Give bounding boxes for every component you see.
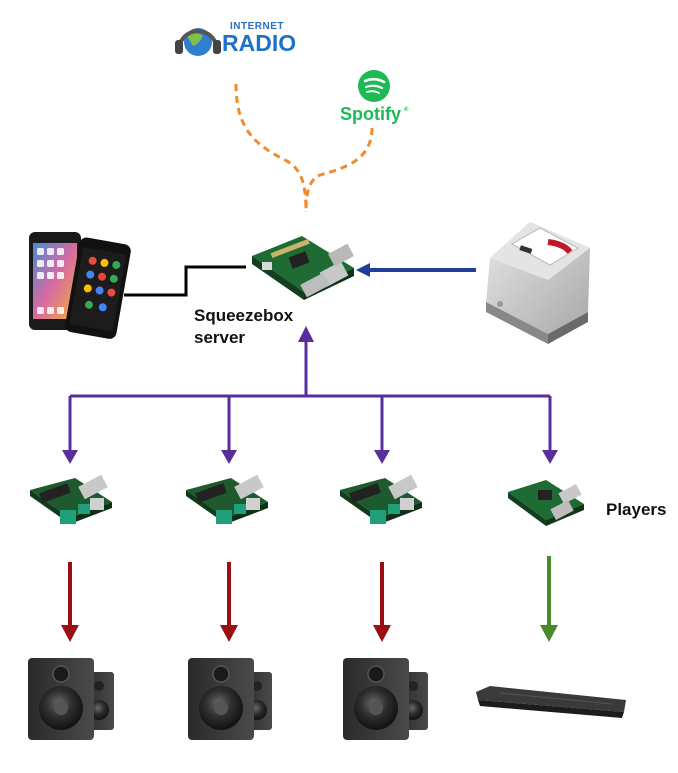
headphones-globe-icon xyxy=(175,28,221,56)
squeezebox-server-board xyxy=(252,236,354,300)
storage-arrow xyxy=(356,263,476,277)
player-board-3 xyxy=(340,474,422,524)
server-label-line-2: server xyxy=(194,328,246,347)
smartphones-icon xyxy=(29,232,131,339)
distribution-connection xyxy=(68,340,552,452)
speakers-icon-2 xyxy=(188,658,272,740)
speakers-icon-3 xyxy=(343,658,428,740)
speakers-icon-1 xyxy=(28,658,114,740)
players-label: Players xyxy=(606,500,667,519)
distribution-arrowheads xyxy=(62,326,558,464)
squeezebox-server-label: Squeezebox server xyxy=(194,305,293,349)
server-label-line-1: Squeezebox xyxy=(194,306,294,325)
player-board-1 xyxy=(30,474,112,524)
player-board-2 xyxy=(186,474,268,524)
hard-drive-icon xyxy=(486,222,590,344)
audio-output-arrows xyxy=(61,556,558,642)
internet-radio-logo xyxy=(175,28,221,56)
player-board-4 xyxy=(508,480,584,526)
soundbar-icon xyxy=(476,686,626,718)
stream-connection xyxy=(234,83,374,213)
spotify-logo xyxy=(358,70,390,102)
spotify-logo-text: Spotify xyxy=(340,104,401,124)
internet-radio-logo-top-text: INTERNET xyxy=(230,21,284,32)
spotify-icon xyxy=(358,70,390,102)
spotify-trademark: ® xyxy=(404,107,409,113)
control-connection xyxy=(124,265,246,297)
internet-radio-logo-main-text: RADIO xyxy=(222,30,297,56)
